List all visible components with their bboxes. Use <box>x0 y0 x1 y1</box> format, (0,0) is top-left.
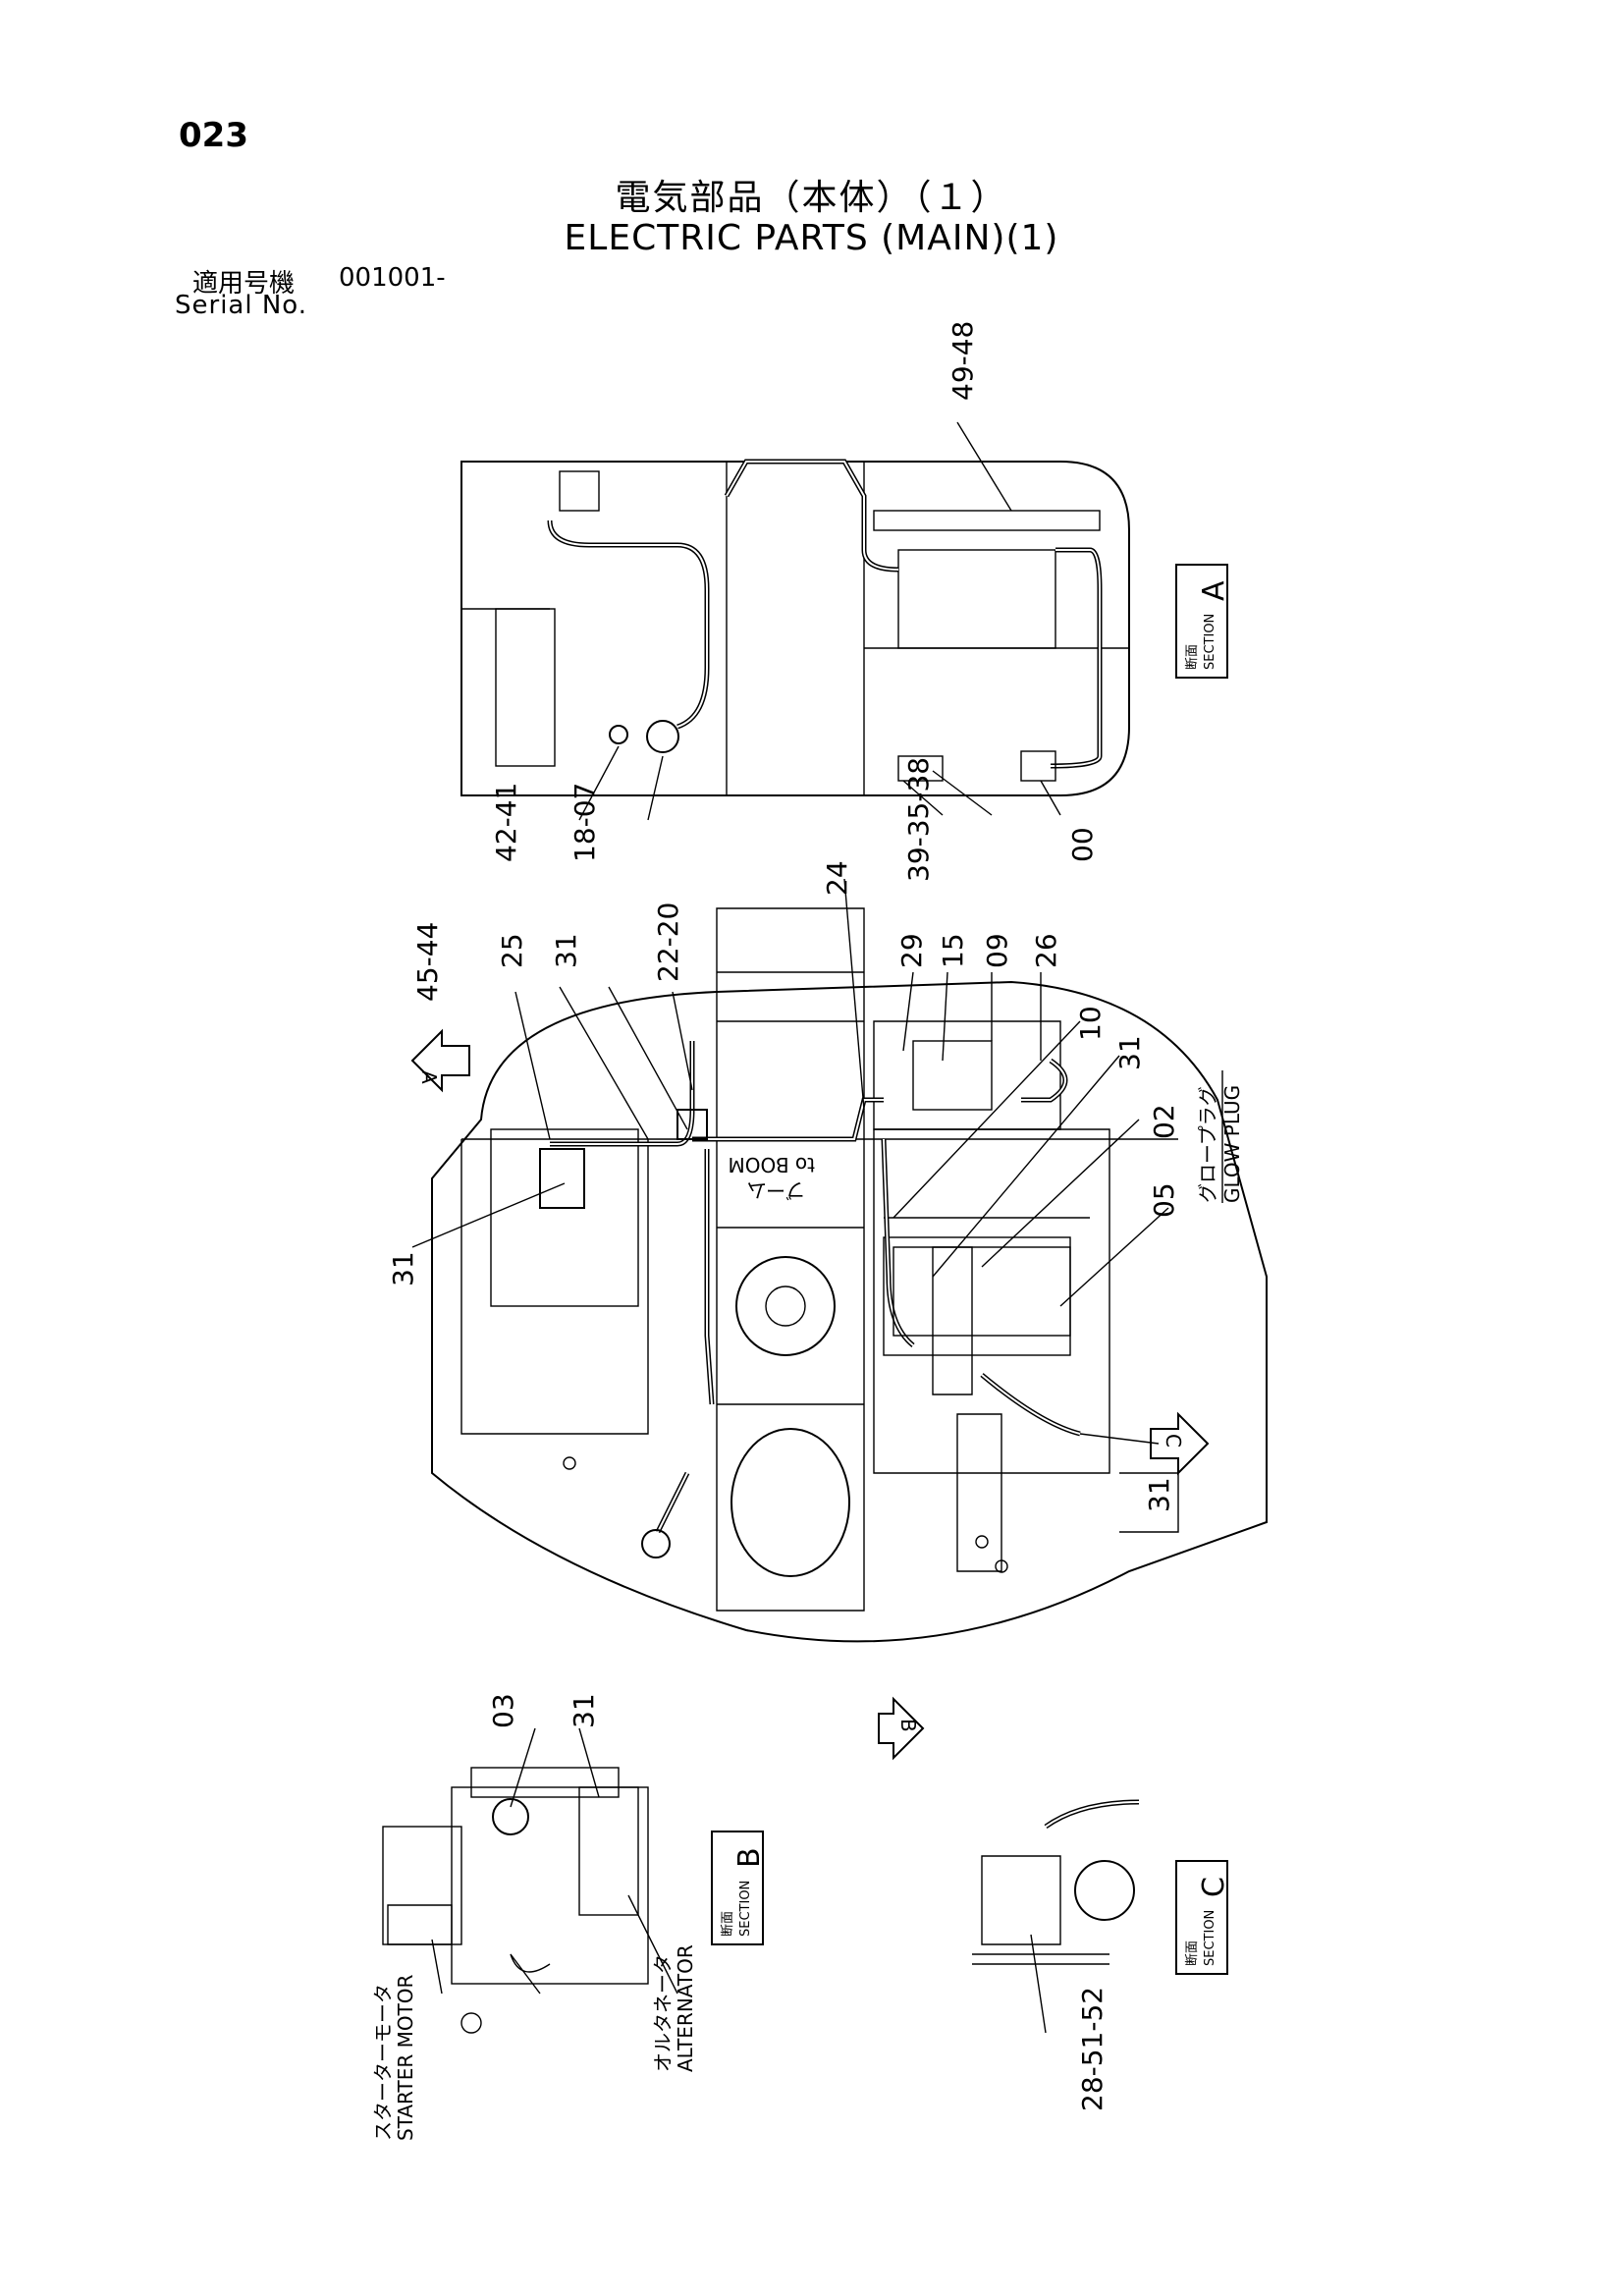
callout-31-left: 31 <box>387 1251 419 1286</box>
callout-31-top: 31 <box>550 933 582 968</box>
callout-28-51-52: 28-51-52 <box>1076 1987 1109 2111</box>
section-a-en: SECTION <box>1203 614 1217 670</box>
callout-31-right: 31 <box>1113 1035 1146 1070</box>
section-b-view <box>382 1727 678 2034</box>
section-c-jp: 断面 <box>1185 1941 1200 1966</box>
section-b-label: 断面 SECTION B <box>711 1831 767 1945</box>
glow-plug-note-jp: グロープラグ <box>1196 1086 1219 1203</box>
callout-39-35-38: 39-35-38 <box>902 757 935 882</box>
callout-03: 03 <box>487 1693 519 1728</box>
starter-motor-jp: スターターモータ <box>371 1984 395 2141</box>
callout-00: 00 <box>1066 827 1099 862</box>
callout-31-b: 31 <box>568 1693 600 1728</box>
boom-note-jp: ブーム <box>747 1178 805 1202</box>
callout-29: 29 <box>895 933 928 968</box>
view-arrow-a: A <box>410 1028 470 1093</box>
section-c-view <box>972 1799 1140 2034</box>
section-a-letter: A <box>1197 580 1231 601</box>
callout-02: 02 <box>1148 1104 1180 1139</box>
boom-note-en: to BOOM <box>728 1153 815 1176</box>
callout-25: 25 <box>496 933 528 968</box>
section-a-view <box>460 421 1130 821</box>
page-title-japanese: 電気部品（本体）（１） <box>615 178 1008 218</box>
view-arrow-a-letter: A <box>417 1070 441 1084</box>
serial-label-japanese: 適用号機 <box>192 269 296 299</box>
view-arrow-c-letter: C <box>1162 1434 1185 1448</box>
callout-31-bottom: 31 <box>1143 1477 1175 1512</box>
section-b-jp: 断面 <box>721 1911 735 1937</box>
callout-22-20: 22-20 <box>652 902 684 982</box>
callout-26: 26 <box>1030 933 1062 968</box>
callout-45-44: 45-44 <box>411 922 444 1002</box>
view-arrow-b: B <box>878 1696 925 1761</box>
page-title-english: ELECTRIC PARTS (MAIN)(1) <box>564 218 1059 258</box>
section-c-en: SECTION <box>1203 1910 1217 1966</box>
main-leaders <box>411 878 1169 1445</box>
callout-15: 15 <box>937 933 969 968</box>
view-arrow-b-letter: B <box>896 1719 920 1732</box>
callout-49-48: 49-48 <box>947 321 979 401</box>
serial-number: 001001- <box>339 263 446 293</box>
callout-24: 24 <box>821 860 853 896</box>
view-arrow-c: C <box>1150 1411 1210 1476</box>
section-c-label: 断面 SECTION C <box>1175 1860 1231 1975</box>
glow-plug-note-en: GLOW PLUG <box>1220 1085 1244 1203</box>
alternator-en: ALTERNATOR <box>674 1944 697 2072</box>
callout-42-41: 42-41 <box>490 783 522 862</box>
serial-label-english: Serial No. <box>175 291 307 320</box>
section-a-label: 断面 SECTION A <box>1175 564 1231 679</box>
alternator-jp: オルタネータ <box>651 1954 675 2072</box>
starter-motor-en: STARTER MOTOR <box>394 1974 417 2141</box>
page-number: 023 <box>179 116 248 155</box>
main-plan-view <box>431 907 1268 1643</box>
callout-10: 10 <box>1074 1006 1107 1041</box>
callout-09: 09 <box>981 933 1013 968</box>
section-a-jp: 断面 <box>1185 644 1200 670</box>
section-b-letter: B <box>732 1847 767 1868</box>
callout-05: 05 <box>1148 1182 1180 1218</box>
callout-18-07: 18-07 <box>568 783 601 862</box>
section-b-en: SECTION <box>738 1881 753 1937</box>
section-c-letter: C <box>1197 1877 1231 1897</box>
